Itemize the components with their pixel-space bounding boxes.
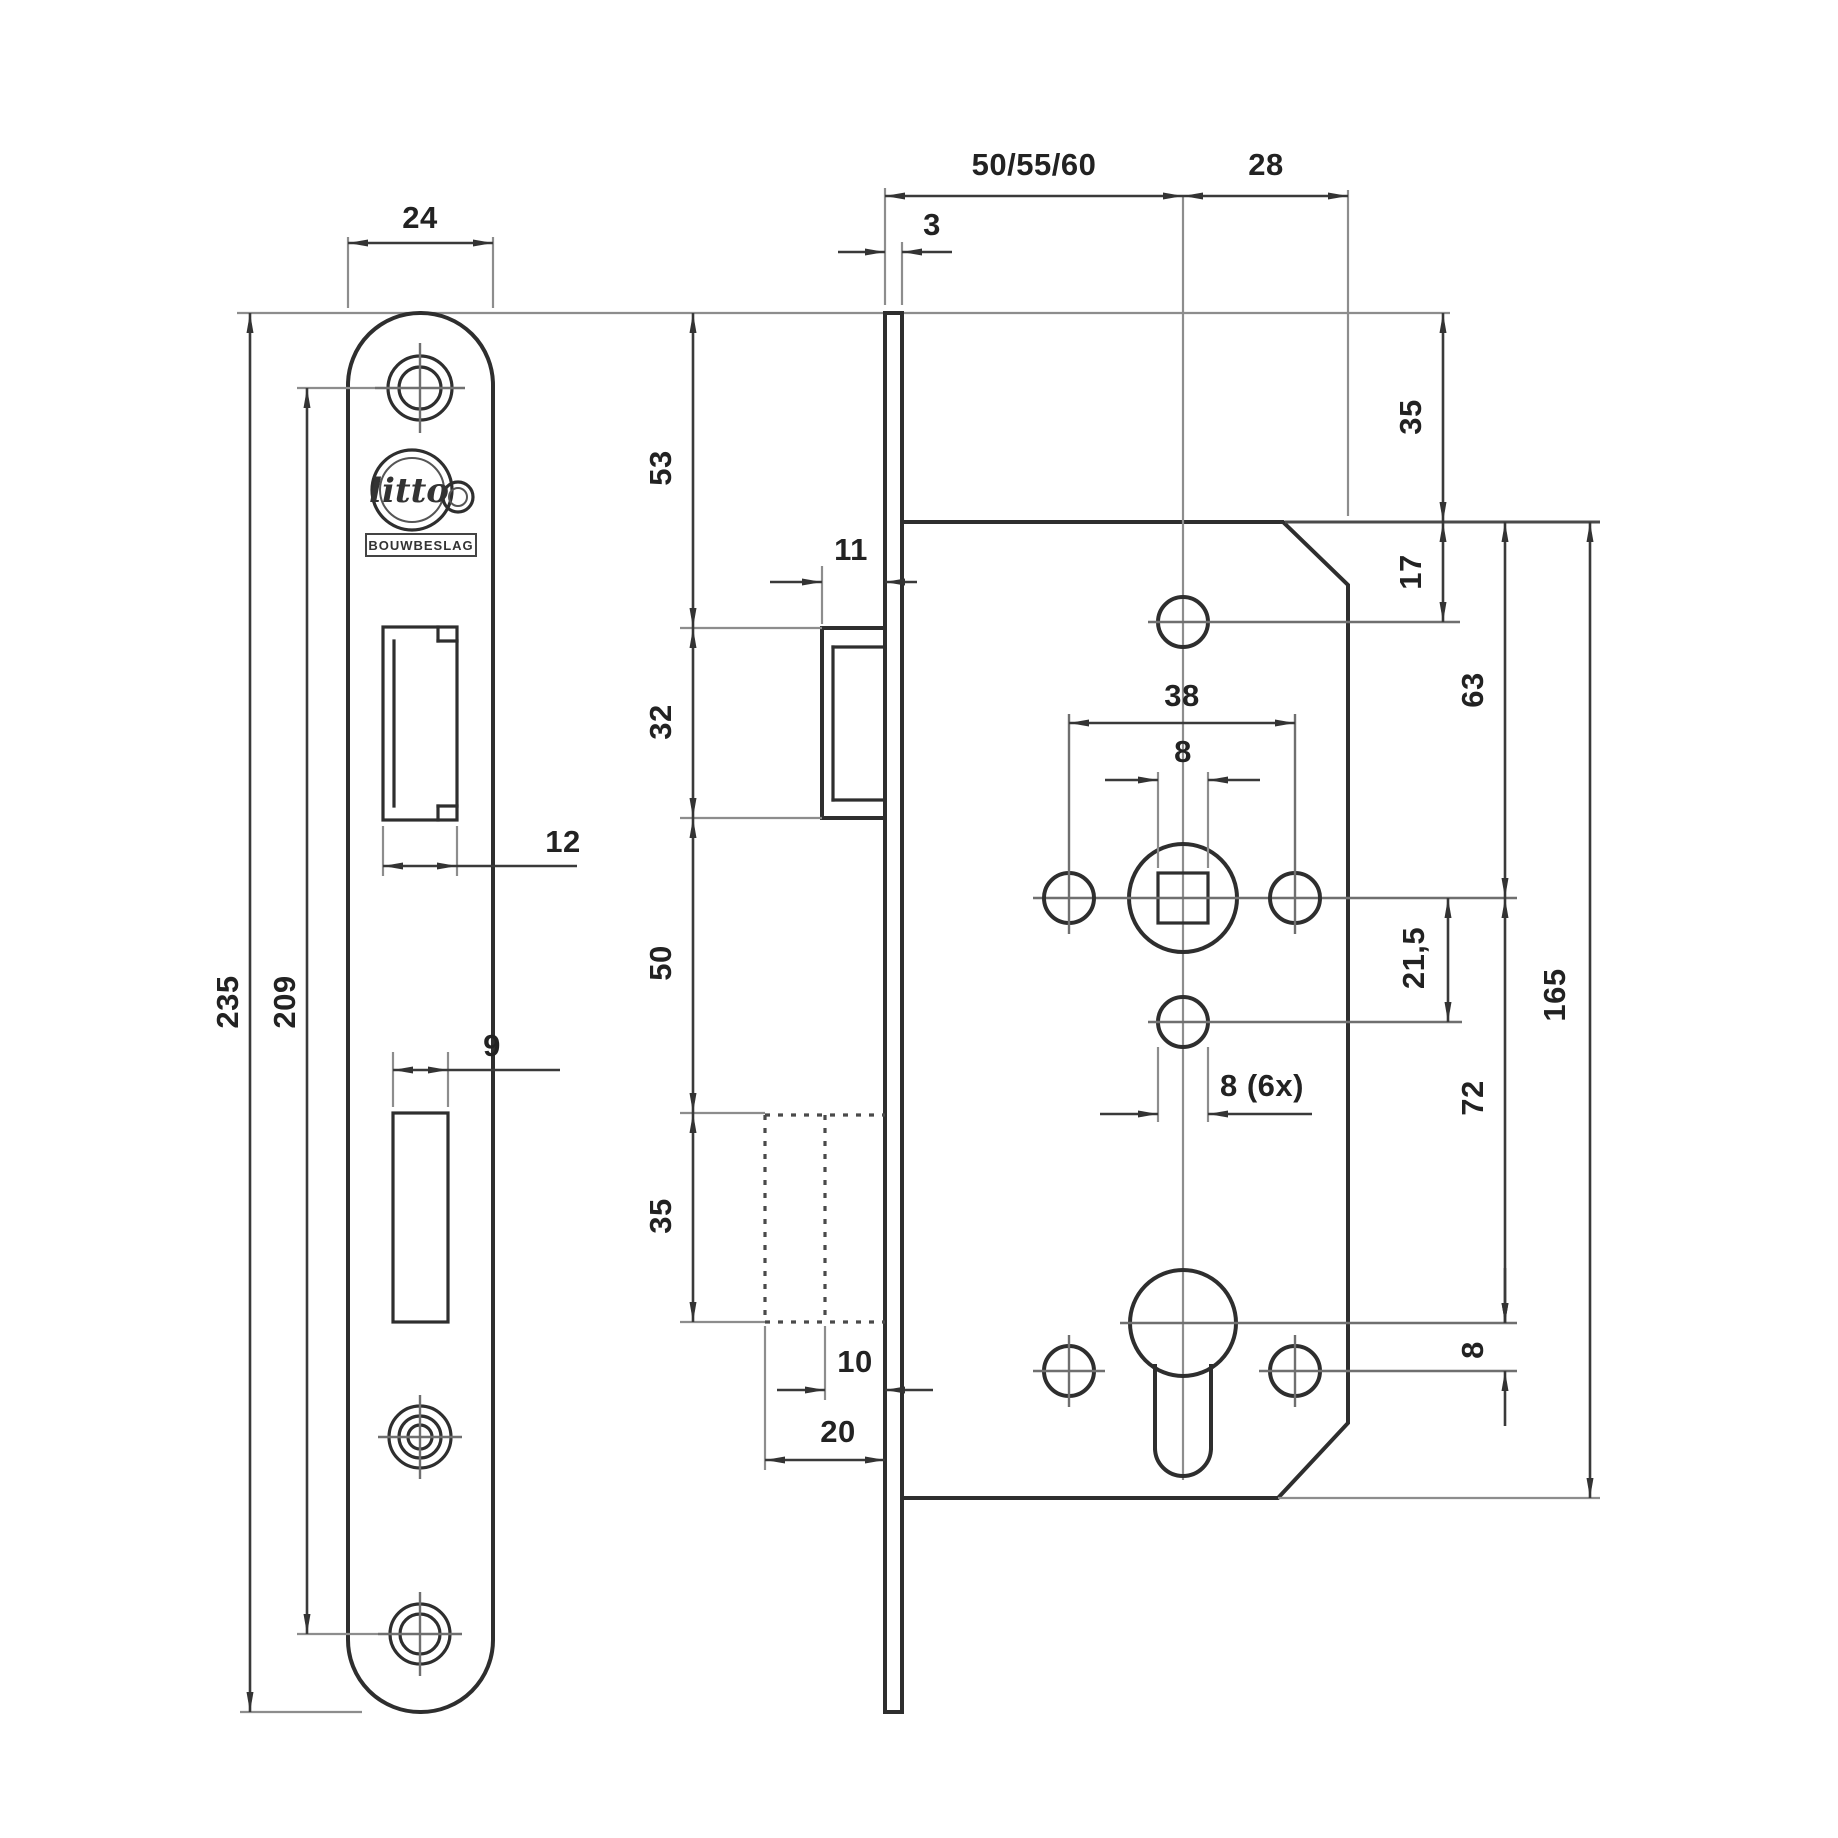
svg-text:8 (6x): 8 (6x) <box>1220 1068 1304 1103</box>
top-fixing-hole <box>1148 595 1460 649</box>
svg-text:165: 165 <box>1537 968 1572 1021</box>
svg-text:38: 38 <box>1164 678 1199 713</box>
svg-text:21,5: 21,5 <box>1396 927 1431 989</box>
svg-text:12: 12 <box>545 824 580 859</box>
dim-latch-cutout-width: 12 <box>381 824 580 876</box>
dim-screw-spacing: 209 <box>267 386 378 1636</box>
dim-deadbolt-throw-outer: 20 <box>763 1326 885 1470</box>
dim-latch-protrusion: 11 <box>770 532 917 624</box>
svg-text:35: 35 <box>1393 399 1428 434</box>
faceplate-edge <box>883 311 904 1714</box>
svg-text:53: 53 <box>643 450 678 485</box>
svg-text:209: 209 <box>267 975 302 1028</box>
top-screw-hole <box>375 343 465 433</box>
handle-fixing-holes <box>1042 714 1322 934</box>
latch-cutout <box>381 625 459 822</box>
dim-cylinder-to-screw: 8 <box>1455 1268 1509 1426</box>
bottom-screw-hole <box>378 1592 462 1676</box>
svg-text:17: 17 <box>1393 554 1428 589</box>
deadbolt-hidden-edge <box>763 1113 885 1324</box>
dim-top-hole-to-spindle: 63 <box>1455 522 1509 898</box>
svg-text:9: 9 <box>483 1028 501 1063</box>
svg-text:72: 72 <box>1455 1080 1490 1115</box>
dim-faceplate-thickness: 3 <box>838 188 952 305</box>
dim-edge-to-top-hole: 17 <box>1393 522 1447 622</box>
lock-case-outline <box>901 520 1350 1500</box>
dim-spindle-to-cylinder: 72 <box>1455 898 1509 1323</box>
deadbolt-cutout <box>391 1111 450 1324</box>
dim-deadbolt-cutout-width: 9 <box>391 1028 560 1107</box>
svg-text:24: 24 <box>402 200 438 235</box>
dim-plate-width: 24 <box>346 200 495 308</box>
hole-below-spindle <box>1148 995 1462 1049</box>
dim-spindle-square: 8 <box>1105 734 1260 868</box>
latch-bolt-edge <box>820 626 887 820</box>
dim-plate-height: 235 <box>210 313 254 1712</box>
svg-text:11: 11 <box>834 532 868 567</box>
svg-text:8: 8 <box>1455 1341 1490 1359</box>
lock-case-side-view: 3 50/55/60 28 53 32 50 <box>643 147 1600 1714</box>
logo-ribbon <box>365 533 477 557</box>
svg-text:235: 235 <box>210 975 245 1028</box>
dim-hole-note: 8 (6x) <box>1100 1047 1312 1122</box>
faceplate-front-view: litto BOUWBESLAG <box>210 200 580 1714</box>
svg-text:3: 3 <box>923 207 941 242</box>
dim-latch-to-deadbolt: 50 <box>643 818 765 1115</box>
dim-backset: 50/55/60 <box>885 147 1350 516</box>
svg-text:50: 50 <box>643 945 678 980</box>
logo-text: litto <box>369 471 449 511</box>
case-screw-holes <box>1033 1335 1517 1407</box>
svg-text:8: 8 <box>1174 734 1192 769</box>
logo-sub-text: BOUWBESLAG <box>368 538 473 553</box>
dim-handle-hole-spacing: 38 <box>1069 678 1295 727</box>
svg-text:20: 20 <box>820 1414 855 1449</box>
spindle-follower <box>1033 842 1517 954</box>
dim-case-height: 165 <box>1537 522 1594 1498</box>
dim-deadbolt-height: 35 <box>643 1113 765 1324</box>
svg-text:32: 32 <box>643 704 678 739</box>
euro-cylinder-hole <box>1120 1268 1517 1478</box>
svg-text:63: 63 <box>1455 672 1490 707</box>
dim-spindle-below-offset: 21,5 <box>1396 898 1452 1022</box>
reference-lines <box>237 311 1450 1714</box>
dim-latch-height: 32 <box>643 628 822 820</box>
faceplate-outline <box>346 311 495 1714</box>
svg-text:28: 28 <box>1248 147 1283 182</box>
svg-text:10: 10 <box>837 1344 872 1379</box>
svg-text:35: 35 <box>643 1198 678 1233</box>
litto-logo: litto BOUWBESLAG <box>365 448 477 557</box>
dim-top-to-latch: 53 <box>643 313 822 630</box>
svg-text:50/55/60: 50/55/60 <box>972 147 1097 182</box>
dim-deadbolt-throw-inner: 10 <box>777 1326 933 1400</box>
middle-screw-hole <box>378 1395 462 1479</box>
dim-top-margin: 35 <box>1393 313 1447 522</box>
dim-spindle-to-edge: 28 <box>1183 147 1348 200</box>
